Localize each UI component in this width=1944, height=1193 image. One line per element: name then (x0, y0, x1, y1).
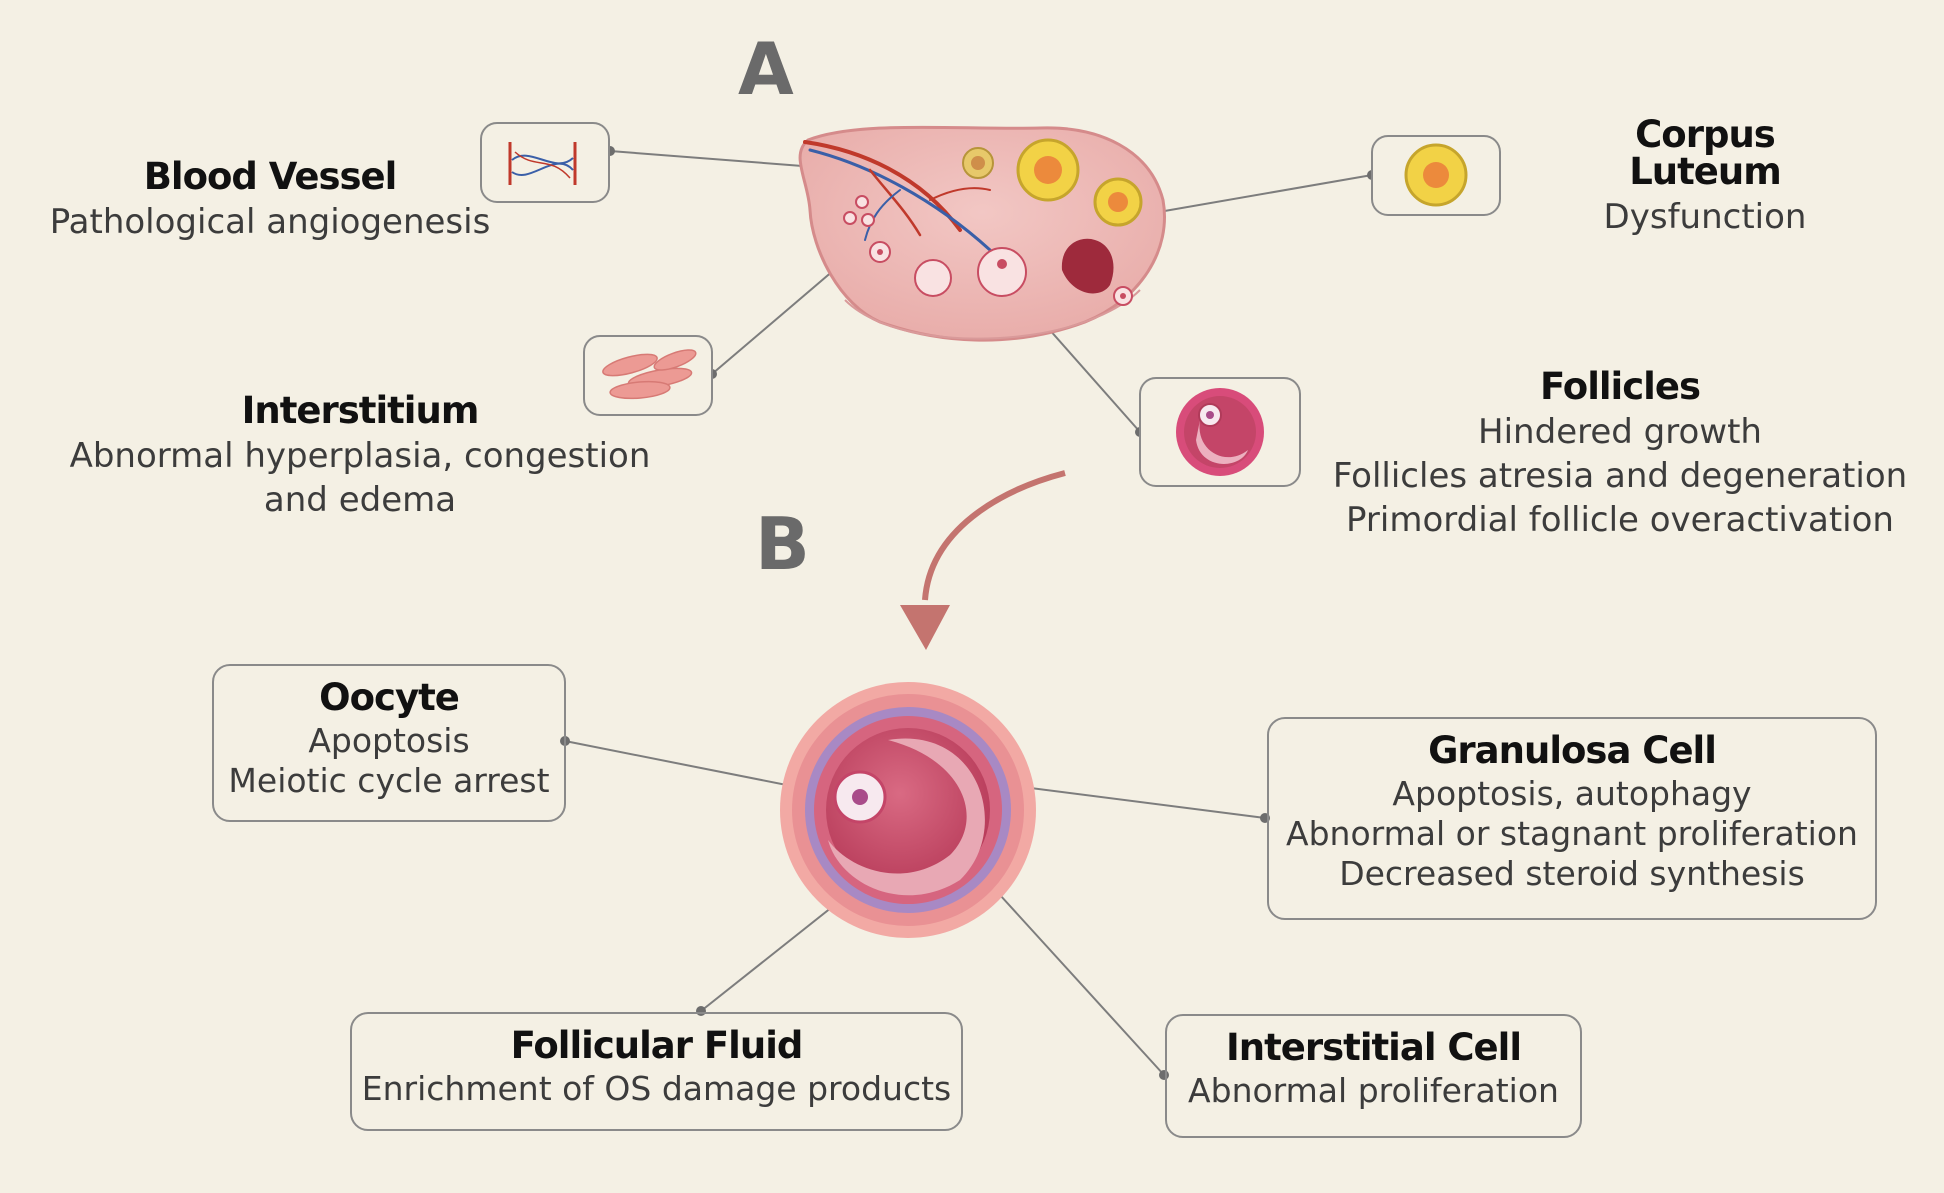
label-follicles: Follicles Hindered growth Follicles atre… (1330, 368, 1910, 537)
oocyte-desc-2: Meiotic cycle arrest (228, 760, 550, 800)
panel-letter-a: A (738, 27, 794, 111)
follicles-desc-1: Hindered growth (1478, 412, 1762, 452)
label-blood-vessel: Blood Vessel Pathological angiogenesis (40, 158, 500, 239)
corpus-luteum-title: Corpus Luteum (1629, 113, 1782, 193)
ovary-illustration (798, 125, 1166, 342)
interstitial-cell-title: Interstitial Cell (1225, 1026, 1522, 1069)
granulosa-title: Granulosa Cell (1428, 729, 1717, 772)
oocyte-title: Oocyte (319, 676, 460, 719)
follicular-fluid-box: Follicular Fluid Enrichment of OS damage… (350, 1012, 963, 1131)
follicular-fluid-title: Follicular Fluid (510, 1024, 804, 1067)
granulosa-desc-1: Apoptosis, autophagy (1392, 773, 1752, 813)
blood-vessel-title: Blood Vessel (143, 155, 398, 198)
label-interstitium: Interstitium Abnormal hyperplasia, conge… (60, 392, 660, 517)
granulosa-cell-box: Granulosa Cell Apoptosis, autophagy Abno… (1267, 717, 1877, 920)
connector-lines (564, 150, 1373, 1076)
label-corpus-luteum: Corpus Luteum Dysfunction (1560, 116, 1850, 234)
inset-corpus-luteum (1371, 135, 1501, 216)
oocyte-box: Oocyte Apoptosis Meiotic cycle arrest (212, 664, 566, 822)
follicles-desc-2: Follicles atresia and degeneration (1332, 456, 1908, 496)
interstitial-cell-desc: Abnormal proliferation (1188, 1070, 1559, 1110)
oocyte-desc-1: Apoptosis (308, 720, 470, 760)
granulosa-desc-2: Abnormal or stagnant proliferation (1286, 813, 1858, 853)
connector-interstitial-cell (999, 894, 1165, 1076)
blood-vessel-desc: Pathological angiogenesis (49, 202, 491, 242)
follicular-fluid-desc: Enrichment of OS damage products (361, 1068, 952, 1108)
interstitial-cell-box: Interstitial Cell Abnormal proliferation (1165, 1014, 1582, 1138)
inset-blood-vessel (480, 122, 610, 203)
corpus-luteum-desc: Dysfunction (1603, 197, 1807, 237)
inset-follicle (1139, 377, 1301, 487)
interstitium-desc-1: Abnormal hyperplasia, congestion (69, 436, 651, 476)
follicles-title: Follicles (1540, 365, 1701, 408)
panel-letter-b: B (755, 502, 810, 586)
granulosa-desc-3: Decreased steroid synthesis (1339, 854, 1805, 894)
connector-corpus-luteum (1152, 174, 1373, 214)
follicles-desc-3: Primordial follicle overactivation (1346, 500, 1894, 540)
follicle-illustration (780, 682, 1036, 938)
interstitium-desc-2: and edema (263, 480, 457, 520)
inset-interstitium (583, 335, 713, 416)
corpus-luteum-blobs (962, 138, 1143, 227)
transition-arrow (900, 470, 1066, 650)
interstitium-title: Interstitium (241, 389, 480, 432)
